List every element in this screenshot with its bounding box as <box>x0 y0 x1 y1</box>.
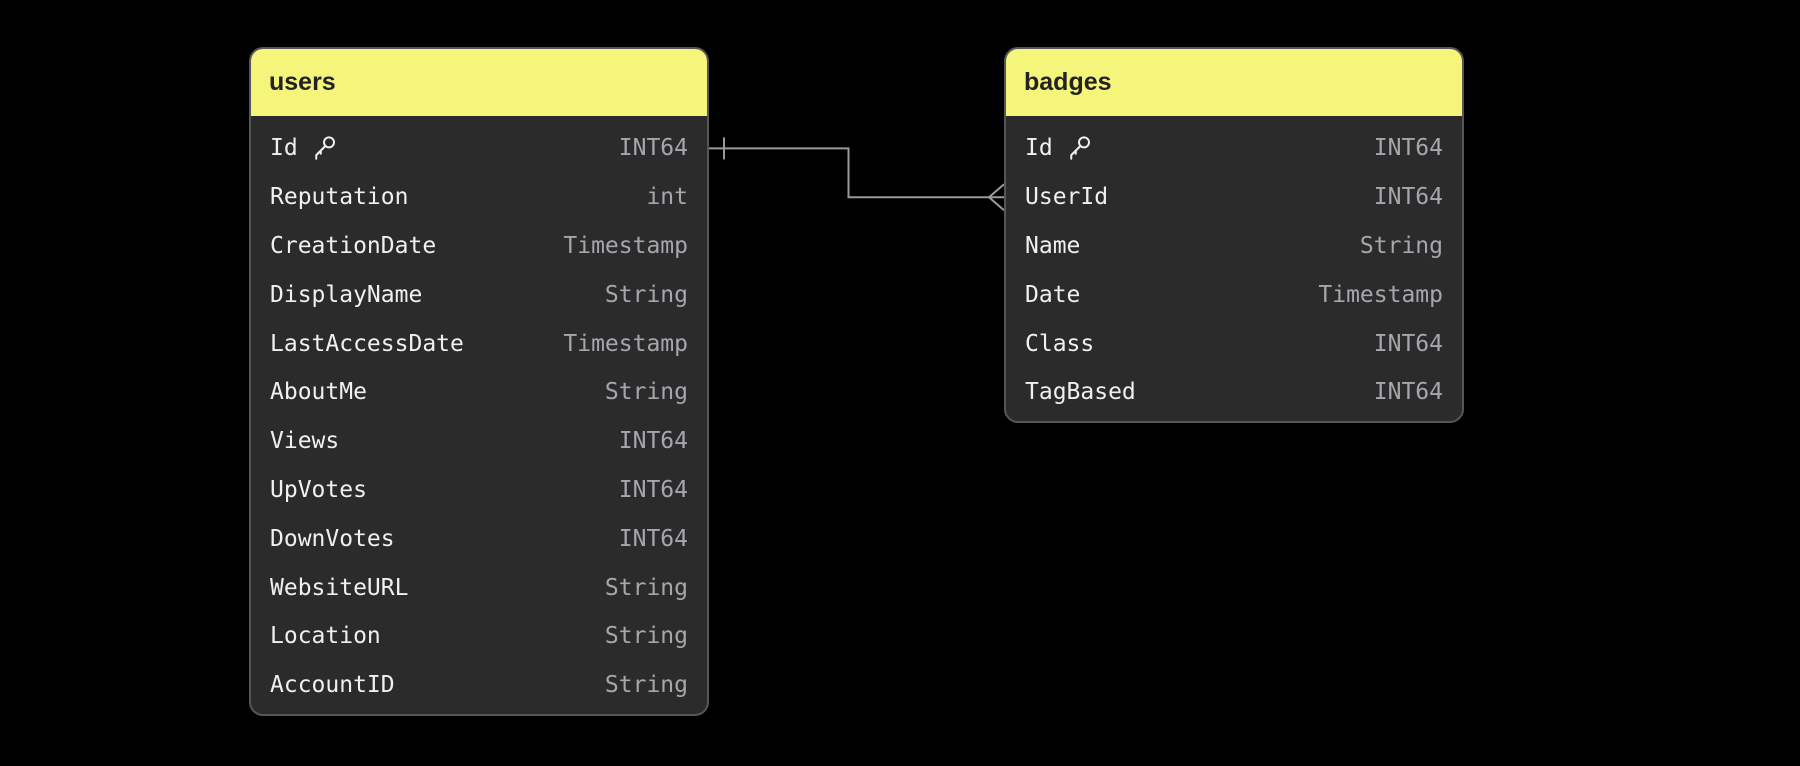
column-type: Timestamp <box>563 232 688 259</box>
table-row[interactable]: AccountID String <box>251 661 707 710</box>
primary-key-icon <box>1069 136 1090 161</box>
column-name: Id <box>1025 135 1053 162</box>
table-row[interactable]: DownVotes INT64 <box>251 514 707 563</box>
name-cell: UpVotes <box>270 477 367 503</box>
column-type: Timestamp <box>563 330 688 357</box>
name-cell: DisplayName <box>270 282 422 308</box>
table-body: Id INT64 UserId INT64 Name String Date T… <box>1006 116 1462 421</box>
relationship-line <box>709 147 1004 199</box>
column-type: INT64 <box>618 525 688 552</box>
table-row[interactable]: Views INT64 <box>251 417 707 466</box>
name-cell: Location <box>270 623 381 649</box>
name-cell: Reputation <box>270 184 408 210</box>
column-type: INT64 <box>618 476 688 503</box>
column-type: INT64 <box>618 428 688 455</box>
column-name: DisplayName <box>270 281 423 308</box>
name-cell: CreationDate <box>270 233 436 259</box>
column-type: INT64 <box>1373 330 1443 357</box>
name-cell: UserId <box>1025 184 1108 210</box>
column-type: INT64 <box>1373 135 1443 162</box>
column-type: String <box>604 672 688 699</box>
column-name: Location <box>270 623 381 650</box>
column-type: String <box>604 379 688 406</box>
name-cell: Date <box>1025 282 1080 308</box>
column-type: INT64 <box>618 135 688 162</box>
column-type: INT64 <box>1373 184 1443 211</box>
name-cell: AboutMe <box>270 379 367 405</box>
name-cell: Views <box>270 428 339 454</box>
name-cell: AccountID <box>270 672 395 698</box>
table-row[interactable]: Date Timestamp <box>1006 270 1462 319</box>
name-cell: DownVotes <box>270 526 395 552</box>
table-row[interactable]: CreationDate Timestamp <box>251 222 707 271</box>
table-title: users <box>269 68 336 96</box>
column-name: TagBased <box>1025 379 1136 406</box>
table-row[interactable]: Id INT64 <box>1006 124 1462 173</box>
table-card-users[interactable]: users Id INT64 Reputation int CreationDa… <box>249 47 709 716</box>
name-cell: TagBased <box>1025 379 1136 405</box>
name-cell: Id <box>1025 133 1094 163</box>
table-title: badges <box>1024 68 1112 96</box>
table-row[interactable]: AboutMe String <box>251 368 707 417</box>
column-name: DownVotes <box>270 525 395 552</box>
column-name: AboutMe <box>270 379 367 406</box>
column-name: UpVotes <box>270 476 367 503</box>
many-cardinality-marker <box>987 183 1005 211</box>
table-row[interactable]: Id INT64 <box>251 124 707 173</box>
column-type: Timestamp <box>1318 281 1443 308</box>
table-header[interactable]: badges <box>1006 49 1462 116</box>
table-row[interactable]: Reputation int <box>251 173 707 222</box>
name-cell: WebsiteURL <box>270 575 408 601</box>
table-row[interactable]: Class INT64 <box>1006 319 1462 368</box>
column-type: String <box>604 281 688 308</box>
table-row[interactable]: TagBased INT64 <box>1006 368 1462 417</box>
name-cell: LastAccessDate <box>270 331 464 357</box>
name-cell: Name <box>1025 233 1080 259</box>
table-row[interactable]: Location String <box>251 612 707 661</box>
column-name: CreationDate <box>270 232 437 259</box>
column-name: Date <box>1025 281 1081 308</box>
column-name: Class <box>1025 330 1095 357</box>
column-name: Id <box>270 135 298 162</box>
table-row[interactable]: UpVotes INT64 <box>251 466 707 515</box>
column-name: AccountID <box>270 672 395 699</box>
name-cell: Id <box>270 133 339 163</box>
primary-key-icon <box>314 136 335 161</box>
column-type: String <box>604 574 688 601</box>
column-name: LastAccessDate <box>270 330 464 357</box>
column-name: Name <box>1025 232 1081 259</box>
table-row[interactable]: LastAccessDate Timestamp <box>251 319 707 368</box>
table-row[interactable]: Name String <box>1006 222 1462 271</box>
table-card-badges[interactable]: badges Id INT64 UserId INT64 Name String… <box>1004 47 1464 423</box>
column-type: INT64 <box>1373 379 1443 406</box>
column-type: int <box>646 184 688 211</box>
table-row[interactable]: UserId INT64 <box>1006 173 1462 222</box>
name-cell: Class <box>1025 331 1094 357</box>
column-name: Reputation <box>270 184 409 211</box>
column-name: WebsiteURL <box>270 574 409 601</box>
table-row[interactable]: WebsiteURL String <box>251 563 707 612</box>
table-row[interactable]: DisplayName String <box>251 270 707 319</box>
column-name: Views <box>270 428 340 455</box>
column-type: String <box>604 623 688 650</box>
table-header[interactable]: users <box>251 49 707 116</box>
column-name: UserId <box>1025 184 1109 211</box>
table-body: Id INT64 Reputation int CreationDate Tim… <box>251 116 707 714</box>
column-type: String <box>1359 232 1443 259</box>
